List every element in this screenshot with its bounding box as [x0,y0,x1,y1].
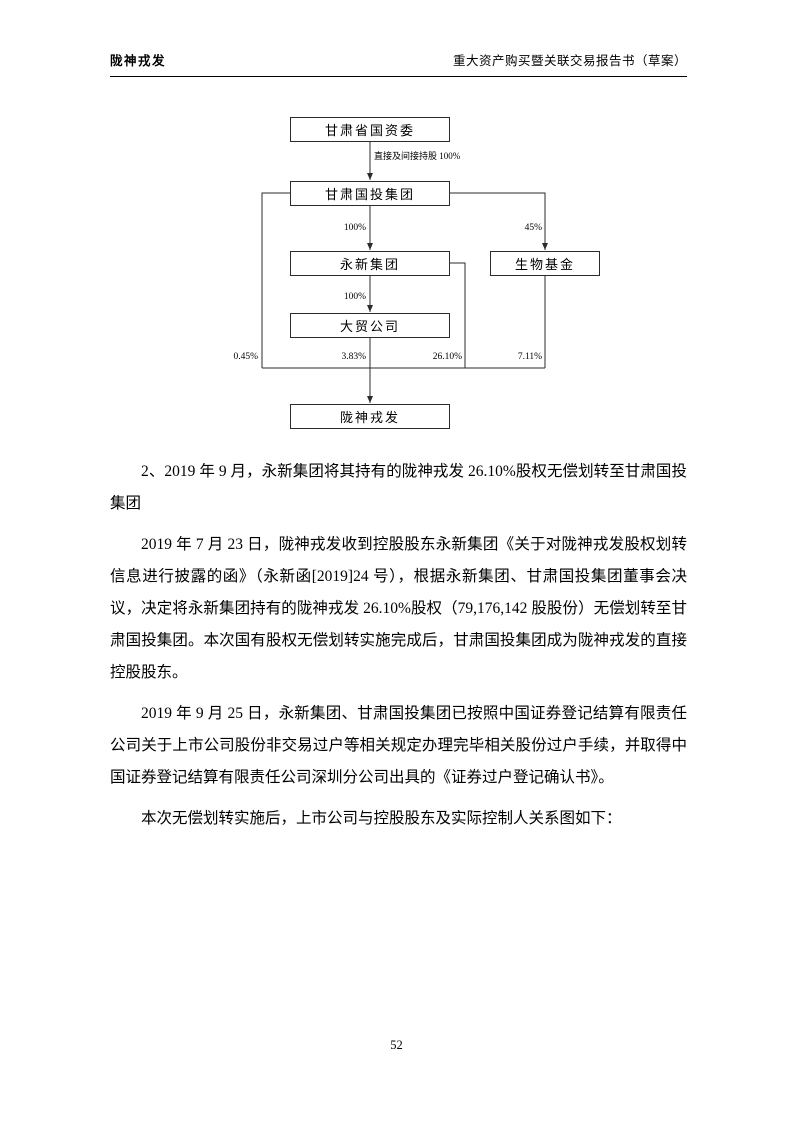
edge-label-26-10: 26.10% [432,352,462,362]
node-yongxin-group: 永新集团 [290,251,450,276]
paragraph-transfer-heading: 2、2019 年 9 月，永新集团将其持有的陇神戎发 26.10%股权无偿划转至… [110,463,687,512]
node-label: 大贸公司 [339,319,400,334]
paragraph-transfer-detail: 2019 年 7 月 23 日，陇神戎发收到控股股东永新集团《关于对陇神戎发股权… [110,536,687,681]
edge-label-100-top: 100% [343,223,366,233]
node-biology-fund: 生物基金 [490,251,600,276]
page-header: 陇神戎发 重大资产购买暨关联交易报告书（草案） [110,50,687,77]
node-label: 生物基金 [514,257,575,272]
edge-label-7-11: 7.11% [517,352,542,362]
node-label: 陇神戎发 [339,410,400,425]
header-company-name: 陇神戎发 [110,54,167,68]
edge-label-100-bottom: 100% [343,292,366,302]
diagram-connectors [261,142,548,403]
node-label: 甘肃国投集团 [324,187,415,202]
page-number: 52 [390,1038,403,1052]
edge-label-0-45: 0.45% [233,352,258,362]
node-label: 甘肃省国资委 [324,123,415,138]
page-footer: 52 [0,1038,793,1053]
node-damao-company: 大贸公司 [290,313,450,338]
node-gansu-sasac: 甘肃省国资委 [290,117,450,142]
edge-label-direct-indirect-100: 直接及间接持股 100% [374,151,461,161]
header-report-title: 重大资产购买暨关联交易报告书（草案） [452,54,687,68]
connector-gtjt-left-branch [261,192,290,368]
paragraph-relationship-intro: 本次无偿划转实施后，上市公司与控股股东及实际控制人关系图如下： [141,810,622,827]
edge-label-3-83: 3.83% [341,352,366,362]
node-label: 永新集团 [339,257,400,272]
node-gansu-guotou-group: 甘肃国投集团 [290,181,450,206]
edge-label-45: 45% [524,223,542,233]
connector-gtjt-to-swjj [450,192,548,250]
body-text: 2、2019 年 9 月，永新集团将其持有的陇神戎发 26.10%股权无偿划转至… [110,456,687,844]
equity-structure-diagram: 甘肃省国资委 甘肃国投集团 永新集团 生物基金 大贸公司 陇神戎发 直接及间接持… [0,0,793,470]
node-longshen-rongfa: 陇神戎发 [290,404,450,429]
paragraph-registration: 2019 年 9 月 25 日，永新集团、甘肃国投集团已按照中国证券登记结算有限… [110,705,687,786]
